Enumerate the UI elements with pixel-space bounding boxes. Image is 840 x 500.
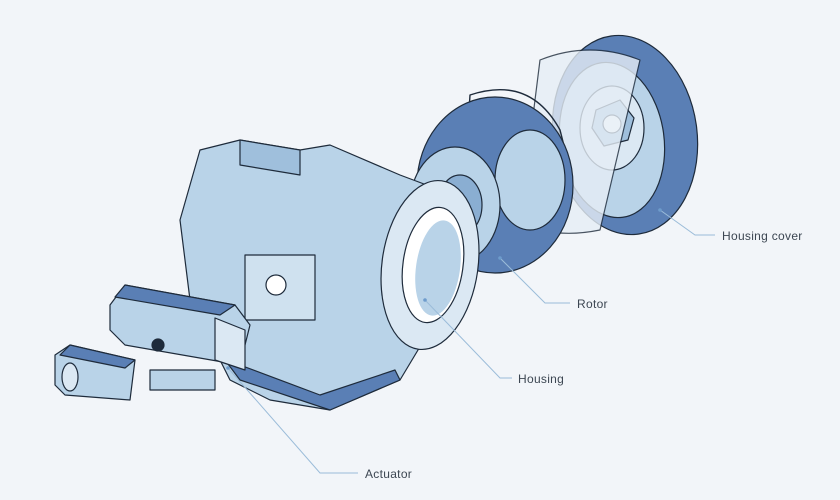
housing-cover-part (519, 34, 699, 236)
label-housing-cover: Housing cover (722, 229, 803, 243)
label-actuator: Actuator (365, 467, 413, 481)
housing-part (179, 139, 480, 411)
rotor-leader-dot (498, 256, 502, 260)
housing-cover-leader-dot (658, 208, 662, 212)
actuator-leader (227, 367, 358, 474)
actuator-leader-dot (226, 366, 230, 370)
housing-leader-dot (423, 298, 427, 302)
actuator-part (54, 284, 251, 401)
housing-leader (424, 299, 512, 379)
housing-cover-leader (659, 209, 715, 236)
rotor-leader (499, 257, 570, 304)
label-housing: Housing (518, 372, 565, 386)
label-rotor: Rotor (577, 297, 608, 311)
